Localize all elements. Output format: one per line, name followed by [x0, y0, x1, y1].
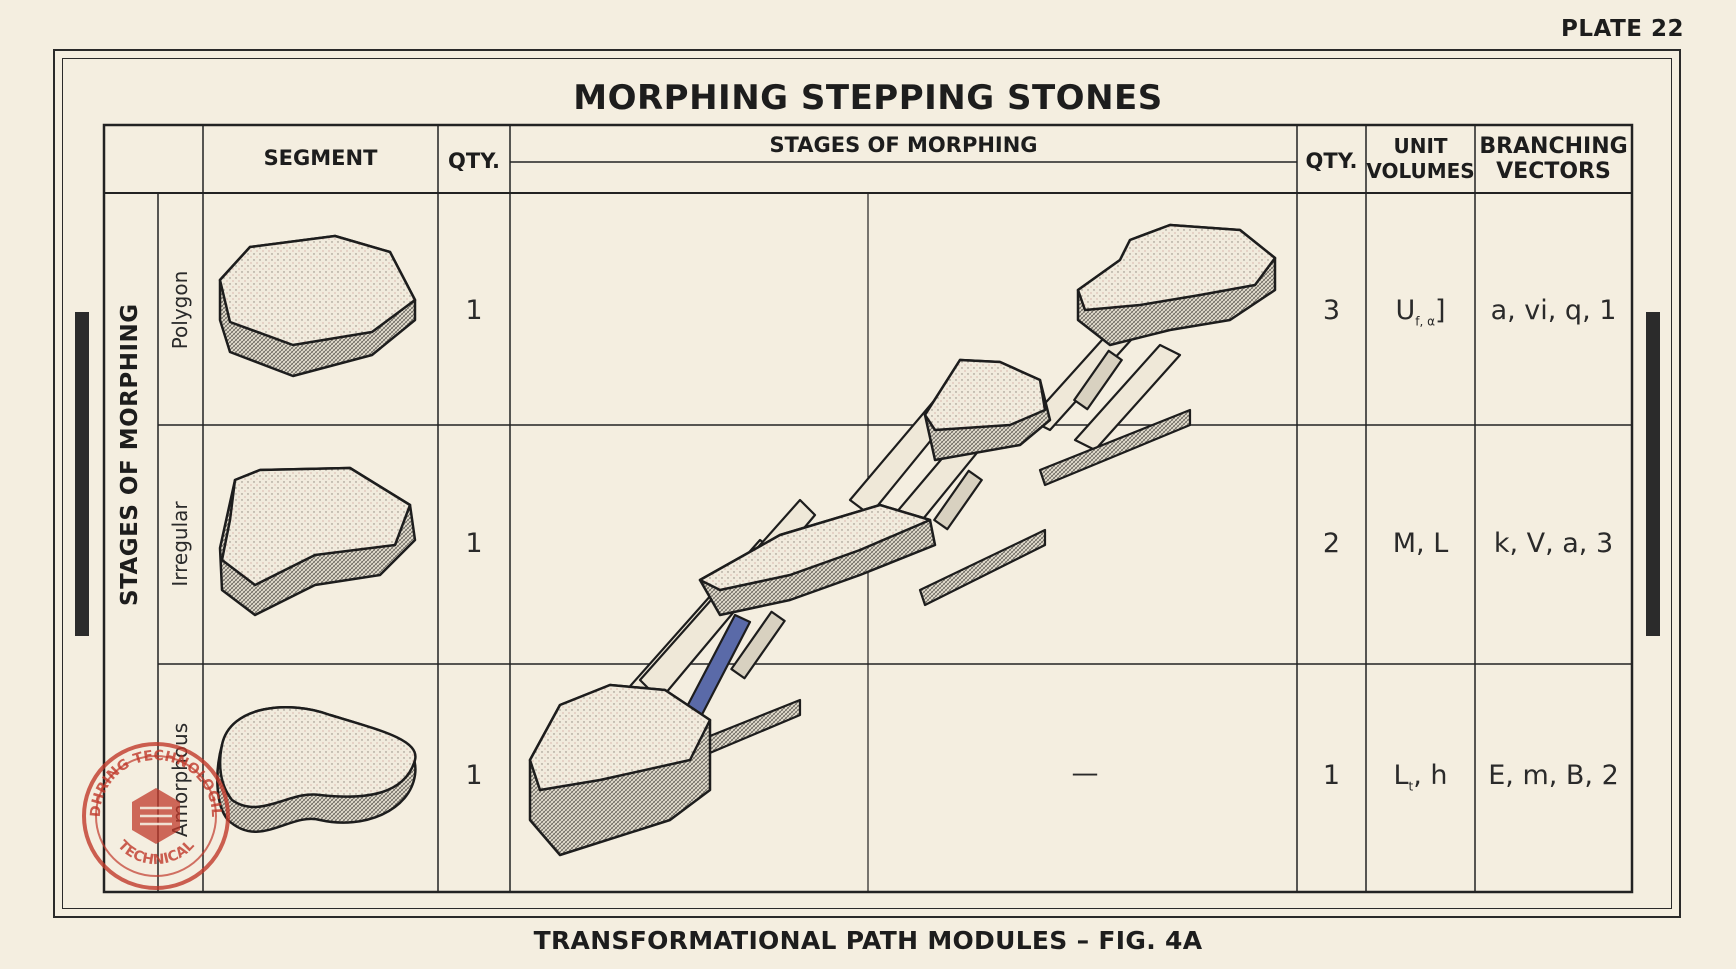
row-qty-polygon: 1 [465, 295, 483, 326]
header-branching-line2: VECTORS [1496, 159, 1611, 184]
header-segment: SEGMENT [263, 146, 378, 170]
morphing-path-stones [528, 223, 1277, 857]
unit-volumes-sub: f, α [1415, 314, 1435, 329]
row-qty-irregular: 1 [465, 528, 483, 559]
header-branching-vectors: BRANCHING VECTORS [1475, 134, 1632, 184]
figure-caption: TRANSFORMATIONAL PATH MODULES – FIG. 4A [533, 926, 1203, 955]
inner-frame [62, 58, 1672, 909]
row-unit-volumes-polygon: Uf, α] [1366, 295, 1475, 328]
unit-volumes-sub: t [1408, 779, 1414, 794]
unit-volumes-suffix: , h [1413, 760, 1448, 791]
left-side-bar [75, 312, 89, 636]
row-unit-volumes-amorphous: Lt, h [1366, 760, 1475, 793]
header-unit-volumes-line1: UNIT [1393, 134, 1448, 158]
row-branching-polygon: a, vi, q, 1 [1490, 295, 1617, 326]
polygon-stone-icon [218, 234, 417, 378]
header-stages: STAGES OF MORPHING [769, 133, 1038, 157]
outer-frame [53, 49, 1681, 918]
right-side-bar [1646, 312, 1660, 636]
row-qty-amorphous: 1 [465, 760, 483, 791]
plate-title: MORPHING STEPPING STONES [573, 78, 1163, 118]
amorphous-stone-icon [216, 705, 417, 833]
plate-number: PLATE 22 [1561, 16, 1684, 42]
header-qty-left: QTY. [448, 149, 500, 173]
technical-stamp: DHRING TECHNOLOGIL TECHNICAL [82, 742, 230, 890]
header-unit-volumes-line2: VOLUMES [1366, 159, 1475, 183]
row-qty-right-irregular: 2 [1322, 528, 1341, 559]
row-qty-right-amorphous: 1 [1322, 760, 1341, 791]
irregular-stone-icon [218, 466, 417, 617]
header-qty-right: QTY. [1305, 149, 1358, 173]
row-stage-mark-amorphous: — [1071, 758, 1099, 789]
unit-volumes-main: U [1395, 295, 1416, 326]
header-unit-volumes: UNIT VOLUMES [1366, 134, 1475, 184]
row-unit-volumes-irregular: M, L [1392, 528, 1449, 559]
unit-volumes-main: L [1393, 760, 1409, 791]
row-branching-irregular: k, V, a, 3 [1493, 528, 1614, 559]
header-branching-line1: BRANCHING [1479, 134, 1628, 159]
row-qty-right-polygon: 3 [1322, 295, 1341, 326]
unit-volumes-suffix: ] [1434, 295, 1446, 326]
row-branching-amorphous: E, m, B, 2 [1488, 760, 1619, 791]
